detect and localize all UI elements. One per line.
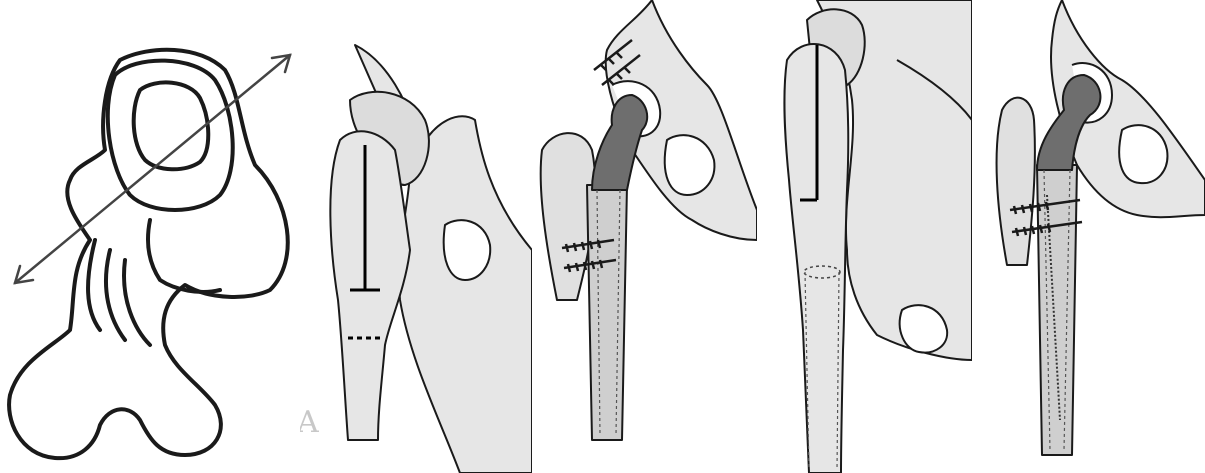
femur-shaft [587,185,627,440]
hip-screw-svg [532,0,757,473]
hip-osteotomy-svg: A [300,0,532,473]
femoral-head-ring-inner [134,82,209,169]
prosthesis-head [592,95,647,190]
hip-long-osteotomy-svg [757,0,972,473]
femur-shaft [330,131,410,440]
panel-hip-cerclage-fixation [972,0,1205,473]
trochanter [997,98,1035,265]
panel-label-a: A [300,405,319,440]
axis-arrow [15,55,290,283]
obturator-foramen [1119,125,1167,183]
panel-hip-long-osteotomy [757,0,972,473]
femur-axis-svg [0,0,300,473]
trochanter-curve [148,220,220,292]
panel-femur-axis [0,0,300,473]
panel-hip-screw-fixation [532,0,757,473]
hip-cerclage-svg [972,0,1205,473]
panel-hip-osteotomy: A [300,0,532,473]
obturator-foramen [444,220,491,280]
femur-shaft [1037,165,1077,455]
